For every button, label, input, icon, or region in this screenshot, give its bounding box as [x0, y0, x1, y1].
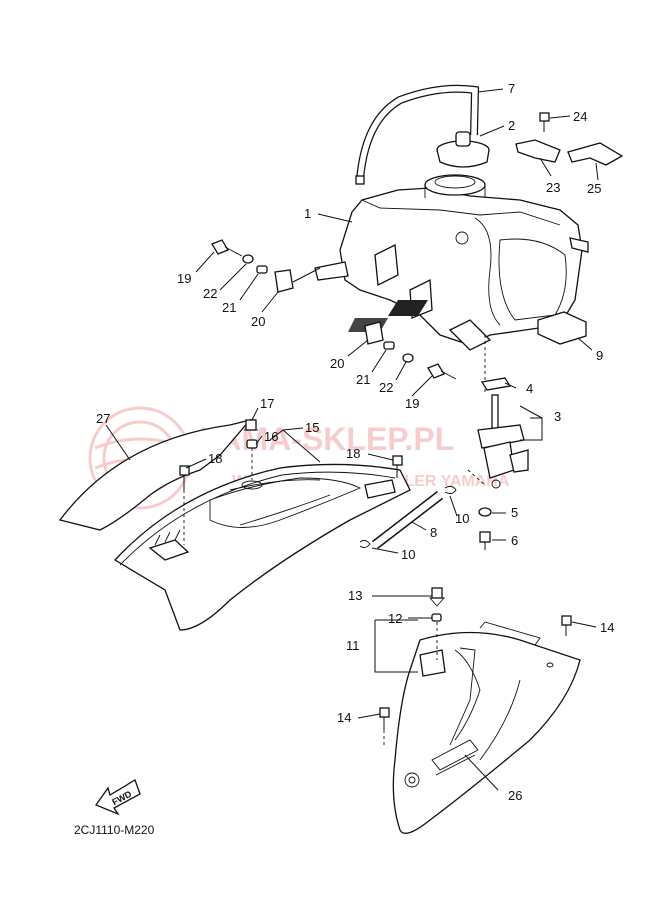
grommet-20-lower: [364, 321, 384, 345]
callout-15: 15: [305, 420, 319, 435]
bolt-19-lower: [427, 363, 457, 380]
callout-1: 1: [304, 206, 311, 221]
screw-17: [244, 419, 258, 431]
callout-12: 12: [388, 611, 402, 626]
collar-12: [431, 613, 442, 622]
collar-21-upper: [256, 265, 268, 274]
callout-22-upper: 22: [203, 286, 217, 301]
screw-14-upper: [561, 615, 572, 636]
fuel-cap: [436, 131, 490, 168]
callout-4: 4: [526, 381, 533, 396]
callout-27: 27: [96, 411, 110, 426]
callout-19-upper: 19: [177, 271, 191, 286]
callout-8: 8: [430, 525, 437, 540]
side-cover-right: [392, 621, 581, 834]
bolt-19-upper: [211, 239, 243, 257]
screw-14-lower: [379, 707, 390, 730]
damper-9: [537, 311, 587, 345]
callout-25: 25: [587, 181, 601, 196]
callout-16: 16: [264, 429, 278, 444]
screw-13: [429, 587, 445, 607]
callout-18-right: 18: [346, 446, 360, 461]
callout-5: 5: [511, 505, 518, 520]
callout-9: 9: [596, 348, 603, 363]
callout-20-lower: 20: [330, 356, 344, 371]
screw-18-right: [392, 455, 403, 478]
hose-clip-10-lower: [359, 539, 371, 549]
callout-26: 26: [508, 788, 522, 803]
callout-19-lower: 19: [405, 396, 419, 411]
callout-13: 13: [348, 588, 362, 603]
callout-14-upper: 14: [600, 620, 614, 635]
collar-21-lower: [383, 341, 395, 350]
hose-clip-10-upper: [444, 485, 457, 495]
callout-11: 11: [346, 638, 360, 653]
washer-5: [478, 507, 492, 517]
side-cover-left: [58, 418, 411, 631]
collar-16: [246, 439, 258, 449]
callout-23: 23: [546, 180, 560, 195]
bracket-23: [515, 139, 561, 163]
callout-20-upper: 20: [251, 314, 265, 329]
bolt-24: [539, 112, 550, 132]
callout-22-lower: 22: [379, 380, 393, 395]
callout-21-upper: 21: [222, 300, 236, 315]
diagram-code: 2CJ1110-M220: [74, 823, 155, 837]
fwd-arrow-icon: FWD: [94, 779, 141, 816]
fuel-tank: [314, 174, 589, 395]
callout-7: 7: [508, 81, 515, 96]
grommet-20-upper: [274, 269, 294, 293]
screw-18-left: [179, 465, 190, 490]
washer-22-upper: [242, 254, 254, 264]
callout-17: 17: [260, 396, 274, 411]
mount-shadow-upper: [388, 300, 428, 316]
callout-10-upper: 10: [455, 511, 469, 526]
callout-10-lower: 10: [401, 547, 415, 562]
fuel-cock: [467, 377, 529, 550]
bracket-25: [567, 142, 624, 166]
callout-24: 24: [573, 109, 587, 124]
callout-3: 3: [554, 409, 561, 424]
callout-18-left: 18: [208, 451, 222, 466]
washer-22-lower: [402, 353, 414, 363]
callouts: 1 2 3 4 5 6 7 8 9 10 10 11 12 13 14 14 1…: [96, 81, 614, 803]
gasket-4: [480, 377, 512, 391]
leader-lines: [105, 88, 599, 791]
bolt-6: [479, 531, 491, 550]
callout-21-lower: 21: [356, 372, 370, 387]
callout-14-lower: 14: [337, 710, 351, 725]
callout-2: 2: [508, 118, 515, 133]
callout-6: 6: [511, 533, 518, 548]
